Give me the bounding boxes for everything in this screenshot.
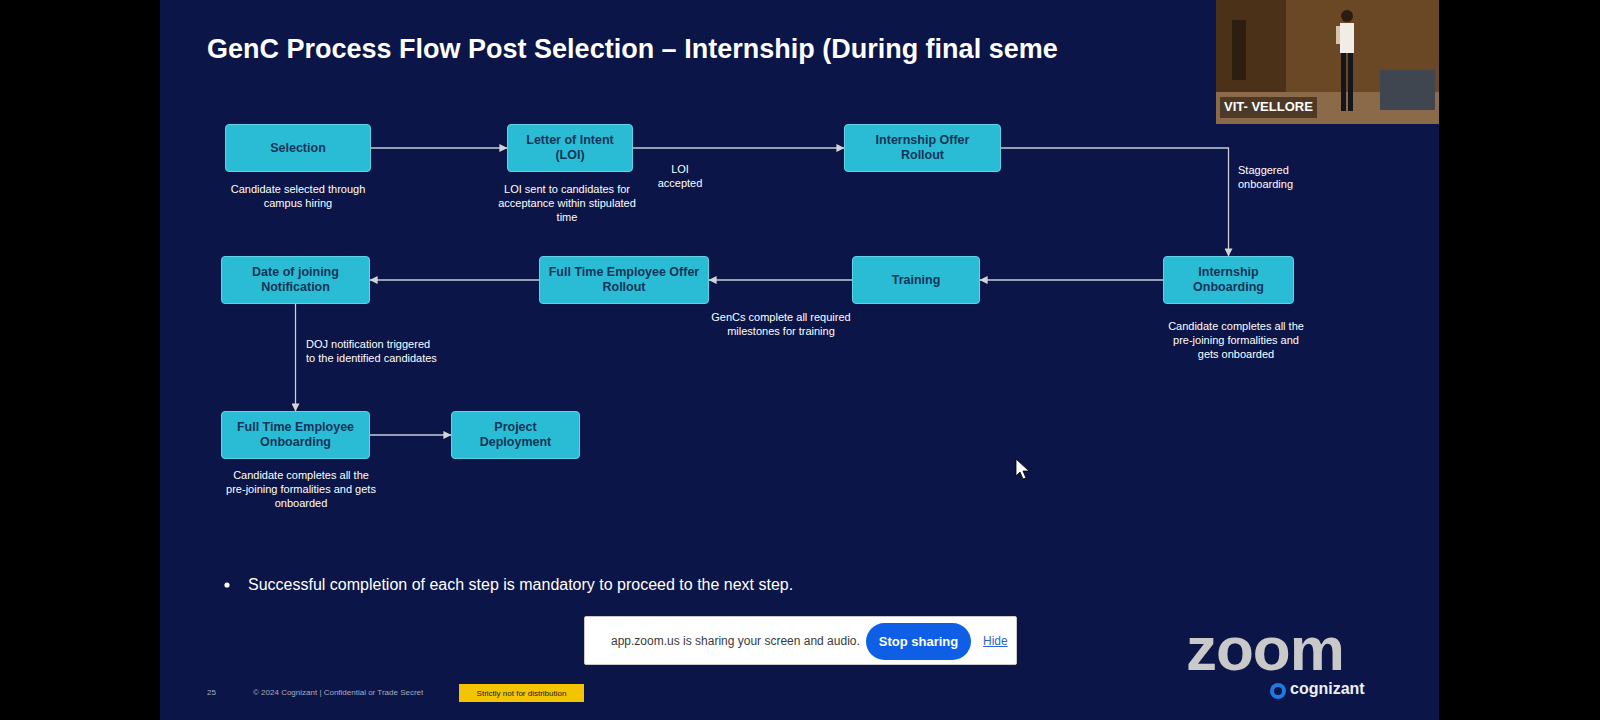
node-text: Full Time Employee Onboarding xyxy=(230,420,361,450)
process-box: Training xyxy=(852,256,980,304)
step-note: LOI sent to candidates for acceptance wi… xyxy=(497,183,637,225)
process-box: Internship Offer Rollout xyxy=(844,124,1001,172)
edge-label: GenCs complete all required milestones f… xyxy=(711,311,851,339)
icon-hole xyxy=(1274,687,1282,695)
person-head xyxy=(1341,10,1353,22)
edge-label: Staggered onboarding xyxy=(1238,164,1318,192)
node-text: Stop sharing xyxy=(879,634,958,649)
cognizant-logo: cognizant xyxy=(1290,681,1365,697)
process-box: Full Time Employee Offer Rollout xyxy=(539,256,709,304)
bullet-dot xyxy=(224,582,229,587)
step-note: Candidate completes all the pre-joining … xyxy=(226,469,376,511)
video-label: VIT- VELLORE xyxy=(1220,97,1317,118)
node-text: Date of joining Notification xyxy=(230,265,361,295)
video-chairs xyxy=(1380,70,1435,110)
person-shirt xyxy=(1340,23,1354,53)
bullet-note: Successful completion of each step is ma… xyxy=(248,575,793,595)
person-leg xyxy=(1341,53,1346,111)
confidential-badge: Strictly not for distribution xyxy=(459,684,584,702)
cognizant-icon xyxy=(1270,683,1286,699)
video-door xyxy=(1232,20,1246,80)
node-text: Selection xyxy=(270,141,326,156)
flow-arrow xyxy=(1001,148,1229,256)
process-box: Selection xyxy=(225,124,371,172)
process-box: Letter of Intent (LOI) xyxy=(507,124,633,172)
step-note: Candidate completes all the pre-joining … xyxy=(1166,320,1306,362)
slide-title: GenC Process Flow Post Selection – Inter… xyxy=(207,34,1058,65)
page-number: 25 xyxy=(207,688,216,698)
zoom-logo: zoom xyxy=(1186,618,1344,680)
flow-arrow xyxy=(370,279,539,280)
person-leg xyxy=(1348,53,1353,111)
flow-arrow xyxy=(371,147,507,148)
node-text: Strictly not for distribution xyxy=(477,689,567,698)
stop-button: Stop sharing xyxy=(866,623,971,660)
process-box: Project Deployment xyxy=(451,411,580,459)
flow-arrow xyxy=(633,147,844,148)
node-text: Full Time Employee Offer Rollout xyxy=(548,265,700,295)
node-text: Training xyxy=(892,273,941,288)
edge-label: LOI accepted xyxy=(650,163,710,191)
flow-arrow xyxy=(370,434,451,435)
node-text: Letter of Intent (LOI) xyxy=(516,133,624,163)
node-text: Project Deployment xyxy=(460,420,571,450)
step-note: Candidate selected through campus hiring xyxy=(228,183,368,211)
copyright-note: © 2024 Cognizant | Confidential or Trade… xyxy=(253,688,423,698)
edge-label: DOJ notification triggered to the identi… xyxy=(306,338,441,366)
person-arm xyxy=(1336,26,1340,44)
flow-arrow xyxy=(980,279,1163,280)
process-box: Date of joining Notification xyxy=(221,256,370,304)
node-text: Internship Offer Rollout xyxy=(853,133,992,163)
video-thumbnail xyxy=(1216,0,1439,124)
node-text: Internship Onboarding xyxy=(1172,265,1285,295)
video-ground xyxy=(1216,0,1439,124)
flow-arrow xyxy=(709,279,852,280)
slide-panel xyxy=(160,0,1439,720)
icon-circle xyxy=(1270,683,1286,699)
mouse-cursor xyxy=(1016,459,1029,479)
node-text: Hide xyxy=(983,634,1008,648)
process-box: Full Time Employee Onboarding xyxy=(221,411,370,459)
node-text: app.zoom.us is sharing your screen and a… xyxy=(611,634,860,648)
process-box: Internship Onboarding xyxy=(1163,256,1294,304)
flow-arrow xyxy=(295,304,296,411)
sharing-bar: app.zoom.us is sharing your screen and a… xyxy=(584,616,1017,665)
